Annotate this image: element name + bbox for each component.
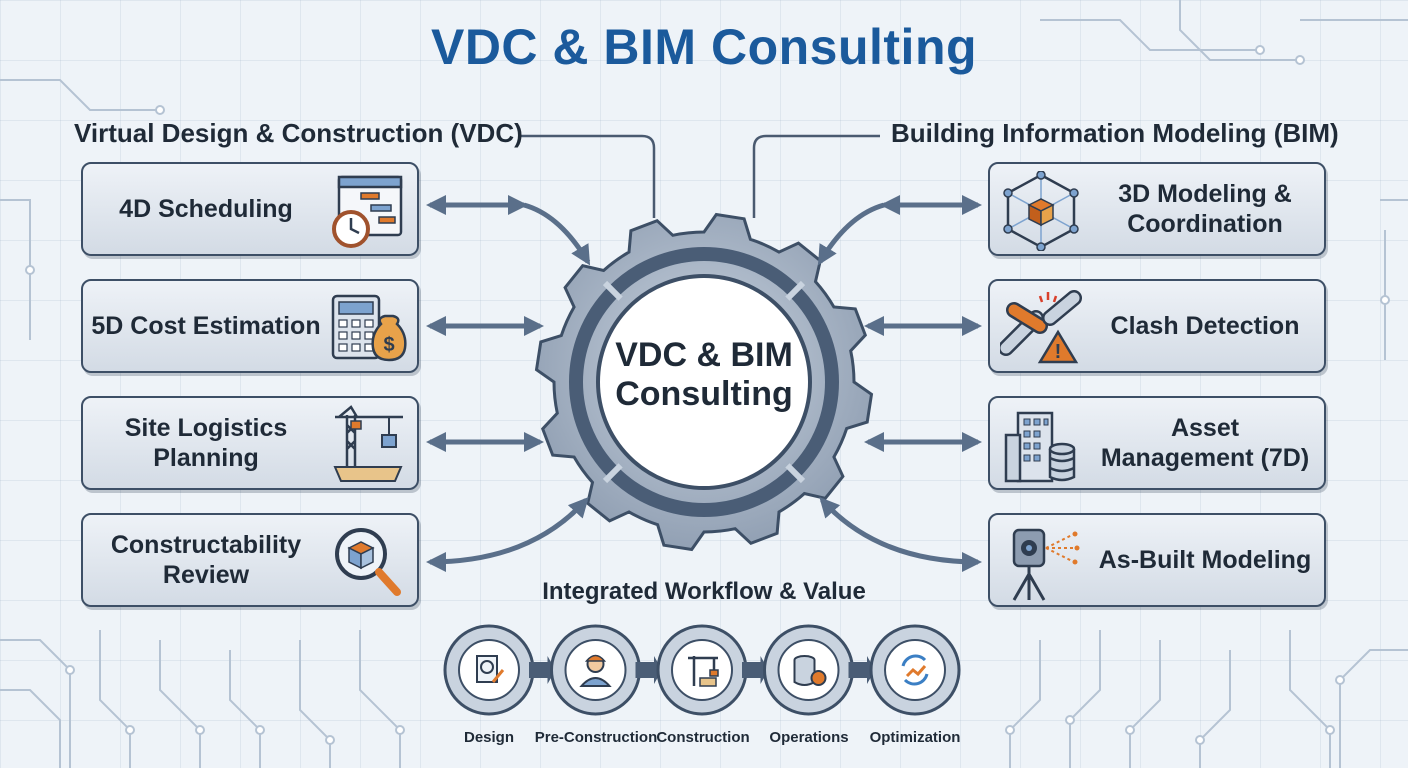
crane-icon [671,639,733,701]
building-database-icon [1004,411,1076,483]
magnifier-cube-icon [335,528,401,596]
workflow-title: Integrated Workflow & Value [542,578,866,605]
card-site-logistics[interactable]: Site Logistics Planning [81,396,419,490]
gear-ring-gap [785,463,806,484]
stage-label-optimization: Optimization [869,729,961,746]
card-label: Site Logistics Planning [124,414,288,472]
connection-arrows [426,195,982,572]
worker-icon-glyph [579,654,612,687]
pipe-clash-icon: ! [1000,290,1082,364]
card-asset-management[interactable]: Asset Management (7D) [988,396,1326,490]
card-label: Clash Detection [1110,312,1300,340]
circuit-nodes [25,45,1390,745]
workflow-chain [443,624,961,716]
stage-label-design: Design [463,729,514,746]
central-gear [534,212,874,552]
card-label: 5D Cost Estimation [91,312,321,340]
database-gear-icon-glyph [793,655,827,686]
card-3d-modeling[interactable]: 3D Modeling & Coordination [988,162,1326,256]
card-clash-detection[interactable]: Clash Detection ! [988,279,1326,373]
stage-label-pre-construction: Pre-Construction [534,729,658,746]
gantt-clock-icon [332,175,403,248]
stage-label-construction: Construction [656,729,750,746]
vdc-section-heading: Virtual Design & Construction (VDC) [74,118,523,148]
crane-icon-glyph [688,656,719,687]
hub-label: VDC & BIM Consulting [615,336,793,414]
card-label: 4D Scheduling [119,195,293,223]
svg-text:$: $ [383,334,394,356]
bim-section-heading: Building Information Modeling (BIM) [891,118,1339,148]
calculator-money-icon: $ [331,294,407,362]
bim-heading-connector [752,134,880,218]
laser-scanner-icon [1012,528,1080,601]
card-5d-cost-estimation[interactable]: 5D Cost Estimation $ [81,279,419,373]
card-label: Constructability Review [110,531,302,589]
svg-text:!: ! [1055,341,1062,363]
vdc-heading-connector [520,134,656,218]
gear-hub [596,274,812,490]
gear-ring-gap [602,463,623,484]
gear-ring-gap [785,280,806,301]
model-cube-icon [1003,171,1079,251]
page-title: VDC & BIM Consulting [430,19,978,75]
gear-ring [569,247,839,517]
workflow-arrow [742,656,769,684]
workflow-arrow [635,656,662,684]
crane-site-icon [333,405,403,482]
card-as-built-modeling[interactable]: As-Built Modeling [988,513,1326,607]
workflow-arrow [848,656,875,684]
card-label: Asset Management (7D) [1100,414,1310,472]
card-label: As-Built Modeling [1098,546,1312,574]
workflow-arrow [529,656,556,684]
card-constructability-review[interactable]: Constructability Review [81,513,419,607]
document-gear-icon-glyph [476,655,505,683]
gear-ring-gap [602,280,623,301]
stage-label-operations: Operations [769,729,849,746]
card-label: 3D Modeling & Coordination [1118,180,1292,238]
cycle-growth-icon-glyph [901,654,929,686]
card-4d-scheduling[interactable]: 4D Scheduling [81,162,419,256]
